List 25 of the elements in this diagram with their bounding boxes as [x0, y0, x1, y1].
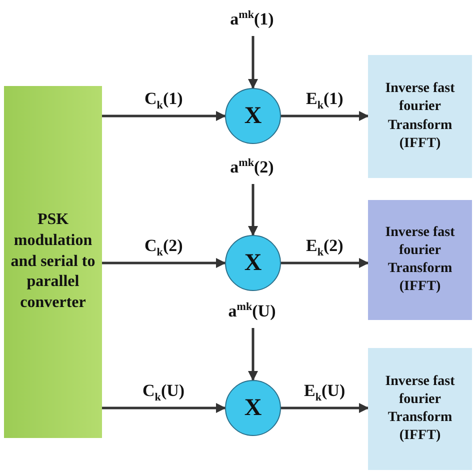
- arrow: [248, 36, 258, 89]
- process-box: Inverse fast fourier Transform (IFFT): [368, 55, 472, 178]
- edge-label: C$_{k}$(U): [140, 382, 187, 404]
- multiplier-circle: X: [225, 88, 281, 144]
- process-box: Inverse fast fourier Transform (IFFT): [368, 348, 472, 470]
- edge-label: C$_{k}$(2): [142, 237, 185, 258]
- coefficient-label: a$^{mk}$(U): [220, 296, 284, 326]
- arrow: [281, 111, 369, 121]
- arrow: [102, 258, 226, 268]
- multiplier-circle: X: [225, 235, 281, 291]
- arrow: [102, 111, 226, 121]
- arrow: [281, 403, 369, 413]
- arrow: [248, 184, 258, 236]
- coefficient-label: a$^{mk}$(1): [220, 4, 284, 34]
- edge-label: C$_{k}$(1): [142, 90, 185, 112]
- arrow: [248, 328, 258, 381]
- edge-label: E$_{k}$(2): [304, 237, 346, 258]
- arrow: [281, 258, 369, 268]
- coefficient-label: a$^{mk}$(2): [220, 152, 284, 182]
- process-box: PSK modulation and serial to parallel converter: [4, 86, 102, 438]
- edge-label: E$_{k}$(1): [304, 90, 346, 112]
- edge-label: E$_{k}$(U): [302, 382, 348, 404]
- arrow: [102, 403, 226, 413]
- multiplier-circle: X: [225, 380, 281, 436]
- process-box: Inverse fast fourier Transform (IFFT): [368, 200, 472, 320]
